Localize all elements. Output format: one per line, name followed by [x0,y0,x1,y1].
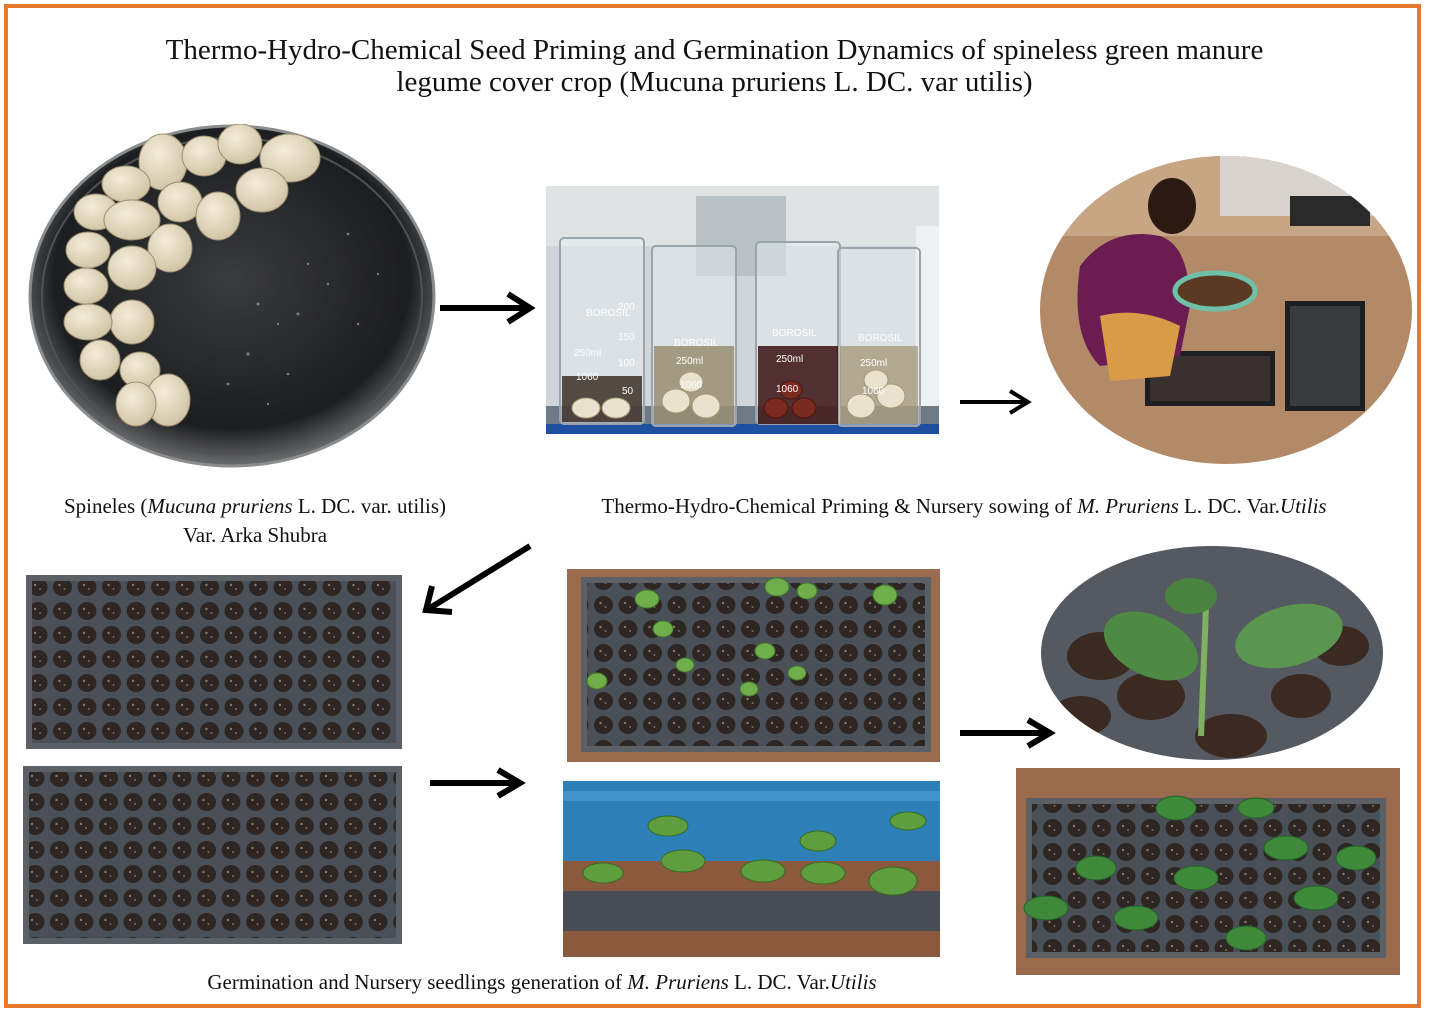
title-line-2: legume cover crop (Mucuna pruriens L. DC… [396,66,1033,98]
caption-species-italic: Mucuna pruriens [147,494,293,518]
caption-var-italic: Utilis [1279,494,1327,518]
beakers-priming-photo: BOROSIL BOROSIL BOROSIL BOROSIL 250ml 25… [546,186,939,434]
woman-sowing-nursery-photo [1040,156,1412,464]
beaker-volume-label: 250ml [776,354,803,365]
tray-seedlings-side-photo [563,781,940,957]
priming-caption: Thermo-Hydro-Chemical Priming & Nursery … [526,492,1402,521]
beaker-brand-label: BOROSIL [674,338,719,349]
beaker-code-label: 1060 [862,386,885,397]
seedling-closeup-photo [1041,546,1383,760]
beaker-mark-100: 100 [618,358,635,369]
right-arrow [960,389,1032,415]
beaker-brand-label: BOROSIL [858,333,903,344]
title-line-1: Thermo-Hydro-Chemical Seed Priming and G… [165,34,1264,66]
beaker-mark-50: 50 [622,386,634,397]
figure-border [4,4,1421,1008]
beaker-volume-label: 250ml [860,358,887,369]
caption-text: Thermo-Hydro-Chemical Priming & Nursery … [601,494,1078,518]
caption-text: L. DC. Var. [728,970,830,994]
figure-title: Thermo-Hydro-Chemical Seed Priming and G… [0,34,1429,98]
down-left-arrow [422,543,532,615]
caption-text: Germination and Nursery seedlings genera… [207,970,628,994]
caption-text: Spineles ( [63,494,148,518]
beaker-code-label: 1060 [576,372,599,383]
caption-var-italic: Utilis [829,970,877,994]
beaker-mark-200: 200 [618,302,635,313]
tray-seedlings-grown-photo [1016,768,1400,975]
caption-text: L. DC. var. utilis) [292,494,447,518]
caption-text: L. DC. Var. [1178,494,1280,518]
seeds-caption-line-1: Spineles (Mucuna pruriens L. DC. var. ut… [26,492,484,521]
caption-species-italic: M. Pruriens [627,970,729,994]
right-arrow [440,291,536,325]
germination-caption: Germination and Nursery seedlings genera… [140,968,944,997]
seeds-caption: Spineles (Mucuna pruriens L. DC. var. ut… [26,492,484,550]
beaker-volume-label: 250ml [676,356,703,367]
seeds-caption-line-2: Var. Arka Shubra [182,523,328,547]
beaker-brand-label: BOROSIL [772,328,817,339]
tray-sown-1-photo [26,575,402,749]
tray-germinating-photo [567,569,940,762]
petri-dish-seeds-photo [28,124,436,469]
right-arrow [960,717,1056,749]
beaker-mark-150: 150 [618,332,635,343]
caption-species-italic: M. Pruriens [1077,494,1179,518]
tray-sown-2-photo [23,766,402,944]
beaker-volume-label: 250ml [574,348,601,359]
beaker-code-label: 1060 [776,384,799,395]
right-arrow [430,767,526,799]
beaker-code-label: 1060 [680,380,703,391]
beaker-brand-label: BOROSIL [586,308,631,319]
